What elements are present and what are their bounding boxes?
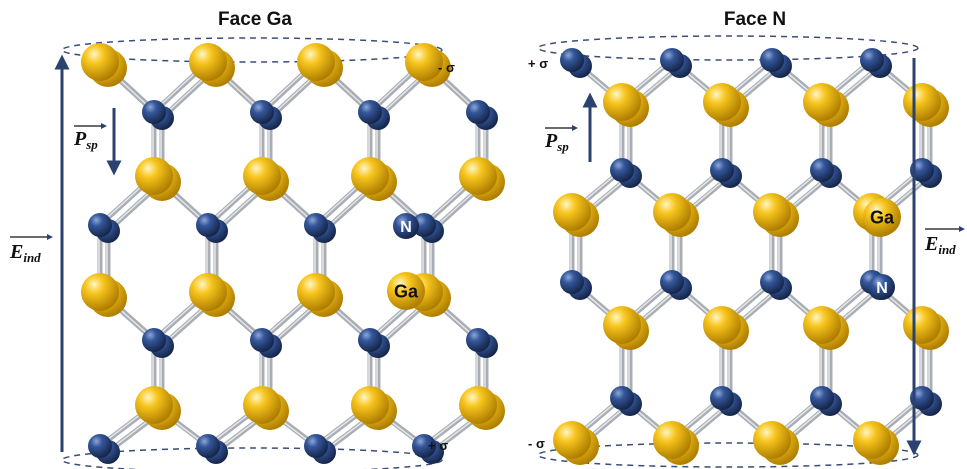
n-atom <box>304 213 328 237</box>
atom-label-n: N <box>400 219 412 236</box>
ga-atom <box>603 306 641 344</box>
n-atom <box>810 386 834 410</box>
n-atom <box>412 434 436 458</box>
n-atom <box>560 48 584 72</box>
polarization-label: Psp <box>544 130 569 154</box>
ga-atom <box>603 83 641 121</box>
ga-atom <box>81 273 119 311</box>
n-atom <box>760 270 784 294</box>
ga-atom <box>803 306 841 344</box>
ga-atom <box>753 421 791 459</box>
ga-atom <box>703 83 741 121</box>
surface-charge-bottom: - σ <box>528 436 545 451</box>
n-atom <box>610 158 634 182</box>
surface-charge-top: - σ <box>438 60 455 75</box>
ga-atom <box>653 193 691 231</box>
n-atom <box>610 386 634 410</box>
ga-atom <box>81 43 119 81</box>
n-atom <box>466 100 490 124</box>
n-atom <box>304 434 328 458</box>
panel-face-n: Face N GaN + σ - σ Psp Eind <box>528 9 965 468</box>
n-atom <box>560 270 584 294</box>
ga-atom <box>803 83 841 121</box>
ga-atom <box>297 43 335 81</box>
n-atom <box>142 328 166 352</box>
ga-atom <box>297 273 335 311</box>
n-atom <box>660 270 684 294</box>
n-atom <box>250 100 274 124</box>
ga-atom <box>459 157 497 195</box>
n-atom <box>250 328 274 352</box>
surface-charge-bottom: + σ <box>428 438 448 453</box>
ga-atom <box>135 386 173 424</box>
surface-charge-top: + σ <box>528 56 548 71</box>
n-atom <box>358 328 382 352</box>
n-atom-labeled <box>393 213 419 239</box>
n-atom <box>142 100 166 124</box>
n-atom <box>760 48 784 72</box>
ga-atom <box>553 421 591 459</box>
ga-atom <box>553 193 591 231</box>
n-atom <box>710 158 734 182</box>
ga-atom <box>243 157 281 195</box>
atom-label-n: N <box>876 280 888 297</box>
ga-atom <box>753 193 791 231</box>
bottom-surface-outline <box>61 447 443 469</box>
n-atom <box>910 158 934 182</box>
atom-label-ga: Ga <box>394 281 419 301</box>
ga-atom <box>351 157 389 195</box>
n-atom <box>88 434 112 458</box>
panel-face-ga: Face Ga N Ga - σ + σ Psp Eind <box>9 9 505 469</box>
ga-atom <box>703 306 741 344</box>
n-atom-labeled <box>869 274 895 300</box>
atom-label-ga: Ga <box>870 207 895 227</box>
induced-field-label: Eind <box>924 233 956 257</box>
panel-title-face-ga: Face Ga <box>218 9 292 30</box>
polarization-label: Psp <box>73 128 98 152</box>
ga-atom <box>135 157 173 195</box>
n-atom <box>358 100 382 124</box>
n-atom <box>196 213 220 237</box>
induced-field-label: Eind <box>9 241 41 265</box>
ga-atom-labeled <box>387 272 425 310</box>
n-atom <box>660 48 684 72</box>
n-atom <box>196 434 220 458</box>
n-atom <box>88 213 112 237</box>
atom-layer: N Ga <box>81 43 505 464</box>
ga-atom <box>903 83 941 121</box>
ga-atom <box>903 306 941 344</box>
panel-title-face-n: Face N <box>724 9 786 30</box>
atom-layer: GaN <box>553 48 949 465</box>
n-atom <box>910 386 934 410</box>
ga-atom-labeled <box>863 198 901 236</box>
ga-atom <box>351 386 389 424</box>
ga-atom <box>189 273 227 311</box>
ga-atom <box>459 386 497 424</box>
ga-atom <box>853 421 891 459</box>
top-surface-outline <box>537 35 919 61</box>
top-surface-outline <box>61 37 443 63</box>
ga-atom <box>653 421 691 459</box>
ga-atom <box>405 43 443 81</box>
n-atom <box>466 328 490 352</box>
n-atom <box>810 158 834 182</box>
ga-atom <box>243 386 281 424</box>
n-atom <box>860 48 884 72</box>
n-atom <box>710 386 734 410</box>
ga-atom <box>189 43 227 81</box>
